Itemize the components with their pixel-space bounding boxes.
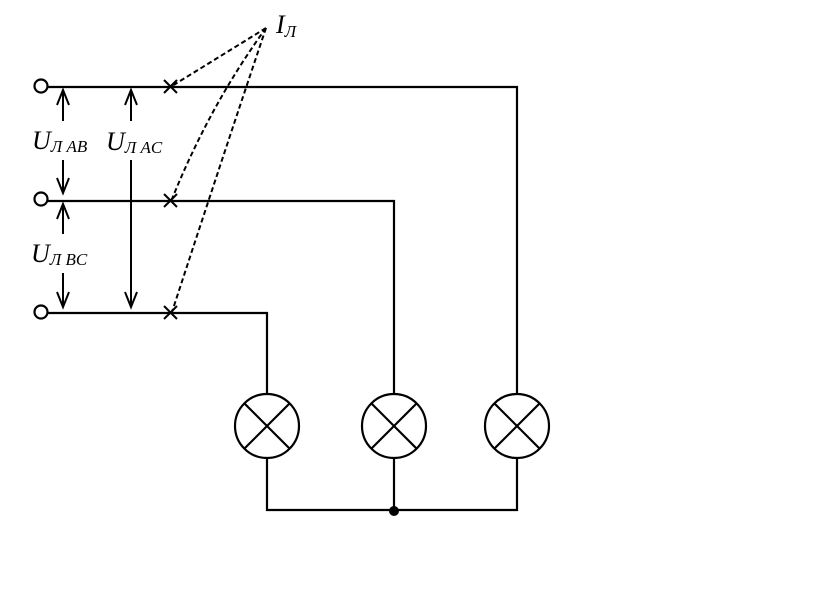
lamp-2 xyxy=(360,392,428,460)
current-marker-c xyxy=(163,305,178,320)
wire-neutral xyxy=(265,458,519,512)
voltage-arrow-bc xyxy=(56,201,70,310)
terminal-a xyxy=(33,78,49,94)
wire-line-c xyxy=(48,311,269,395)
terminal-b xyxy=(33,191,49,207)
current-marker-a xyxy=(163,79,178,94)
leader-line-b xyxy=(171,27,267,200)
wire-line-a xyxy=(48,85,519,395)
voltage-arrow-ac xyxy=(124,87,138,310)
voltage-arrow-ab xyxy=(56,87,70,196)
wire-line-b xyxy=(48,199,396,395)
leader-line-c xyxy=(171,27,267,313)
voltage-label-ac: UЛ AC xyxy=(106,127,163,157)
terminal-c xyxy=(33,304,49,320)
current-marker-b xyxy=(163,193,178,208)
neutral-junction xyxy=(389,506,399,516)
voltage-label-bc: UЛ BC xyxy=(31,239,88,269)
voltage-label-ab: UЛ AB xyxy=(32,126,88,156)
lamp-3 xyxy=(483,392,551,460)
leader-line-a xyxy=(171,27,267,87)
current-label: IЛ xyxy=(275,10,298,41)
lamp-1 xyxy=(233,392,301,460)
